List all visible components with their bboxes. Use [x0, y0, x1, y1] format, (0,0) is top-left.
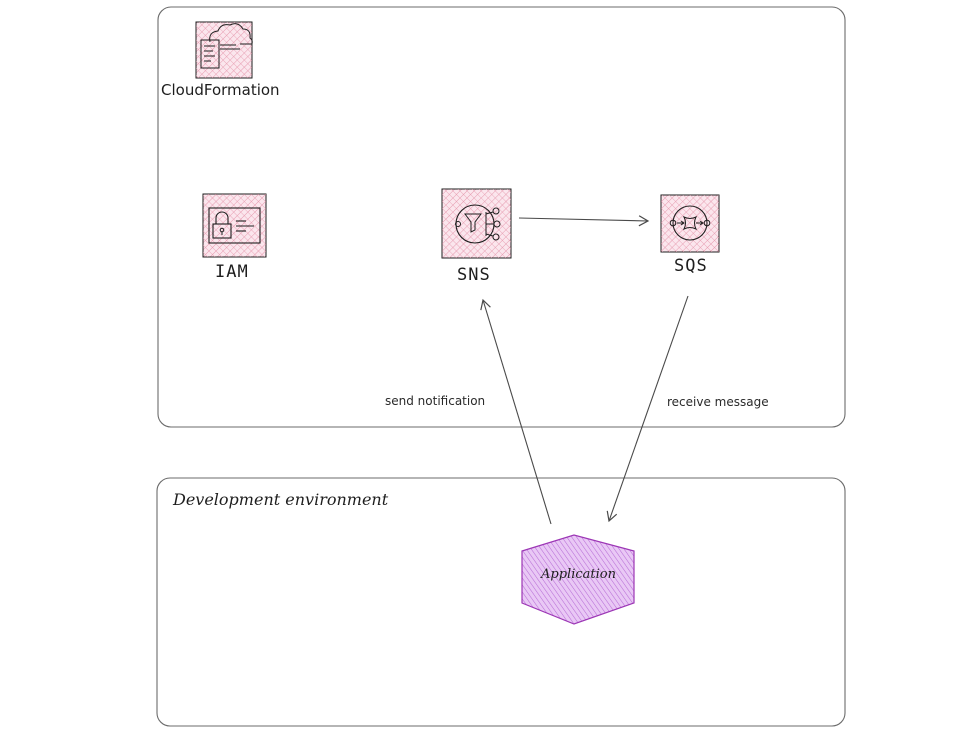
send-notification-label: send notification [385, 394, 486, 408]
receive-message-arrow[interactable] [606, 295, 689, 523]
sns-to-sqs-arrow[interactable] [518, 215, 650, 227]
sns-icon[interactable] [441, 188, 512, 259]
sqs-label: SQS [674, 256, 708, 276]
cloudformation-icon[interactable] [195, 21, 253, 79]
dev-environment-frame[interactable] [156, 477, 846, 727]
iam-icon[interactable] [202, 193, 267, 258]
cloudformation-label: CloudFormation [161, 81, 280, 99]
application-label: Application [541, 567, 616, 582]
iam-label: IAM [215, 262, 249, 282]
sqs-icon[interactable] [660, 194, 720, 253]
send-notification-arrow[interactable] [480, 298, 552, 525]
dev-environment-label: Development environment [173, 490, 389, 509]
aws-cloud-frame[interactable] [157, 6, 846, 428]
receive-message-label: receive message [667, 395, 769, 409]
application-node[interactable] [521, 534, 635, 625]
sns-label: SNS [457, 265, 491, 285]
